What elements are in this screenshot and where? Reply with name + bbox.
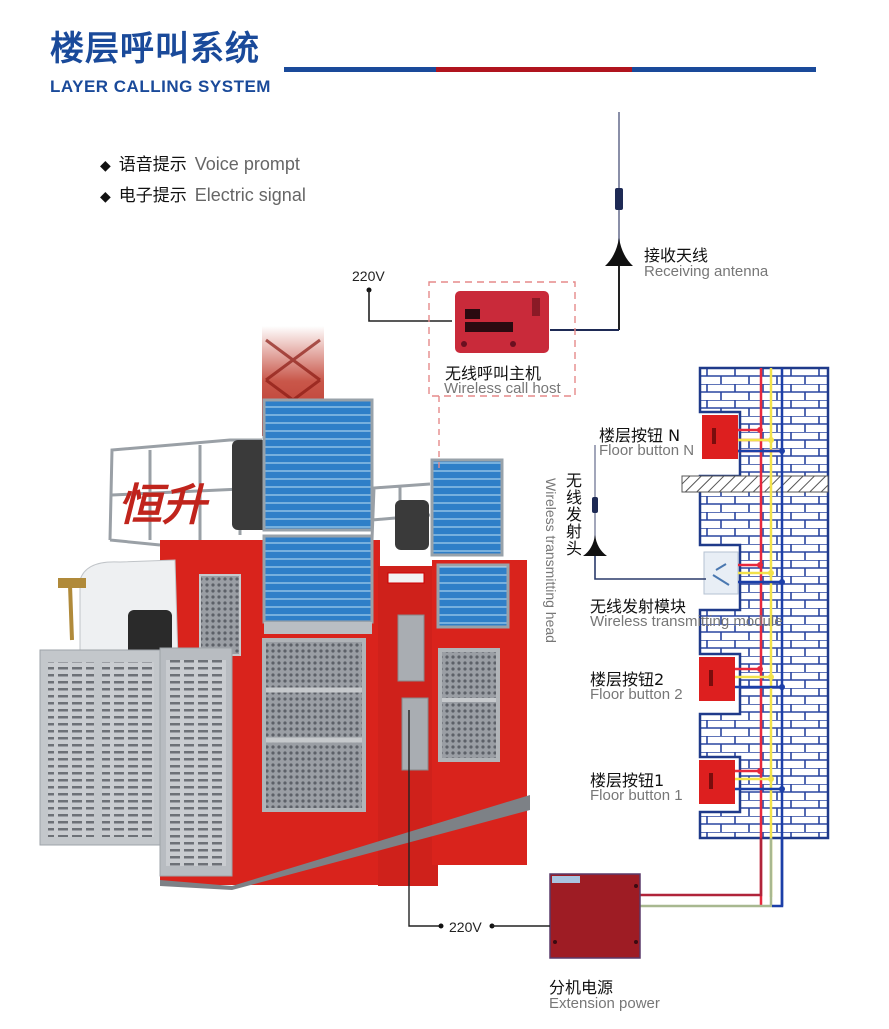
wireless-transmitting-head-icon — [583, 445, 607, 556]
power-wire-blue — [772, 838, 784, 908]
wireless-call-host-device[interactable] — [455, 291, 549, 353]
wireless-transmitting-module-device[interactable] — [703, 551, 739, 595]
title-rule-middle — [436, 67, 632, 72]
construction-hoist-image: 恒升 — [39, 326, 530, 890]
feature-label-cn: 语音提示 — [118, 155, 187, 175]
hoist-brand-text: 恒升 — [118, 480, 210, 531]
feature-label-en: Electric signal — [194, 185, 306, 205]
floor-button-1-label-en: Floor button 1 — [590, 787, 683, 804]
feature-label-en: Voice prompt — [194, 154, 300, 174]
host-voltage-label: 220V — [352, 268, 385, 284]
feature-label-cn: 电子提示 — [118, 186, 187, 206]
call-host-label-en: Wireless call host — [444, 380, 561, 397]
extension-power-label-cn: 分机电源 — [549, 978, 614, 997]
floor-button-n-label-en: Floor button N — [599, 442, 695, 459]
building-wall — [681, 366, 830, 840]
transmitting-module-label-cn: 无线发射模块 — [590, 597, 687, 616]
page-title-en: LAYER CALLING SYSTEM — [50, 77, 271, 96]
floor-button-2-label-cn: 楼层按钮2 — [590, 670, 665, 689]
extension-voltage-label: 220V — [449, 919, 482, 935]
diamond-bullet-icon: ◆ — [100, 158, 111, 174]
call-host-label-cn: 无线呼叫主机 — [445, 364, 542, 383]
feature-voice-prompt: ◆ 语音提示 Voice prompt — [100, 150, 300, 175]
transmitter-cable — [594, 556, 706, 580]
page-title-cn: 楼层呼叫系统 — [50, 29, 260, 69]
transmitting-head-label-en: Wireless transmitting head — [543, 478, 559, 643]
diamond-bullet-icon: ◆ — [100, 189, 111, 205]
receiving-antenna-label-en: Receiving antenna — [644, 263, 769, 280]
floor-slab — [681, 475, 829, 493]
floor-button-1-label-cn: 楼层按钮1 — [590, 771, 665, 790]
receiving-antenna-label-cn: 接收天线 — [644, 246, 709, 265]
call-host-boundary — [428, 281, 576, 397]
transmitting-module-label-en: Wireless transmitting module — [590, 613, 783, 630]
floor-button-n-device[interactable] — [702, 415, 738, 459]
hoist-power-cable — [408, 710, 440, 927]
transmitting-head-label-cn: 无线发射头 — [563, 472, 582, 557]
extension-power-label-en: Extension power — [549, 995, 660, 1012]
title-rule-right — [632, 67, 816, 72]
power-wire-green — [640, 838, 773, 908]
floor-button-1-device[interactable] — [699, 760, 735, 804]
host-power-cable — [368, 290, 452, 322]
floor-button-2-device[interactable] — [699, 657, 735, 701]
receiving-antenna-icon — [605, 112, 633, 330]
title-rule-left — [284, 67, 436, 72]
floor-button-2-label-en: Floor button 2 — [590, 686, 683, 703]
floor-button-n-label-cn: 楼层按钮 N — [599, 426, 681, 445]
power-terminal-icon — [438, 923, 444, 929]
power-wire-red — [640, 838, 763, 897]
feature-electric-signal: ◆ 电子提示 Electric signal — [100, 181, 306, 206]
extension-power-device[interactable] — [549, 873, 641, 959]
